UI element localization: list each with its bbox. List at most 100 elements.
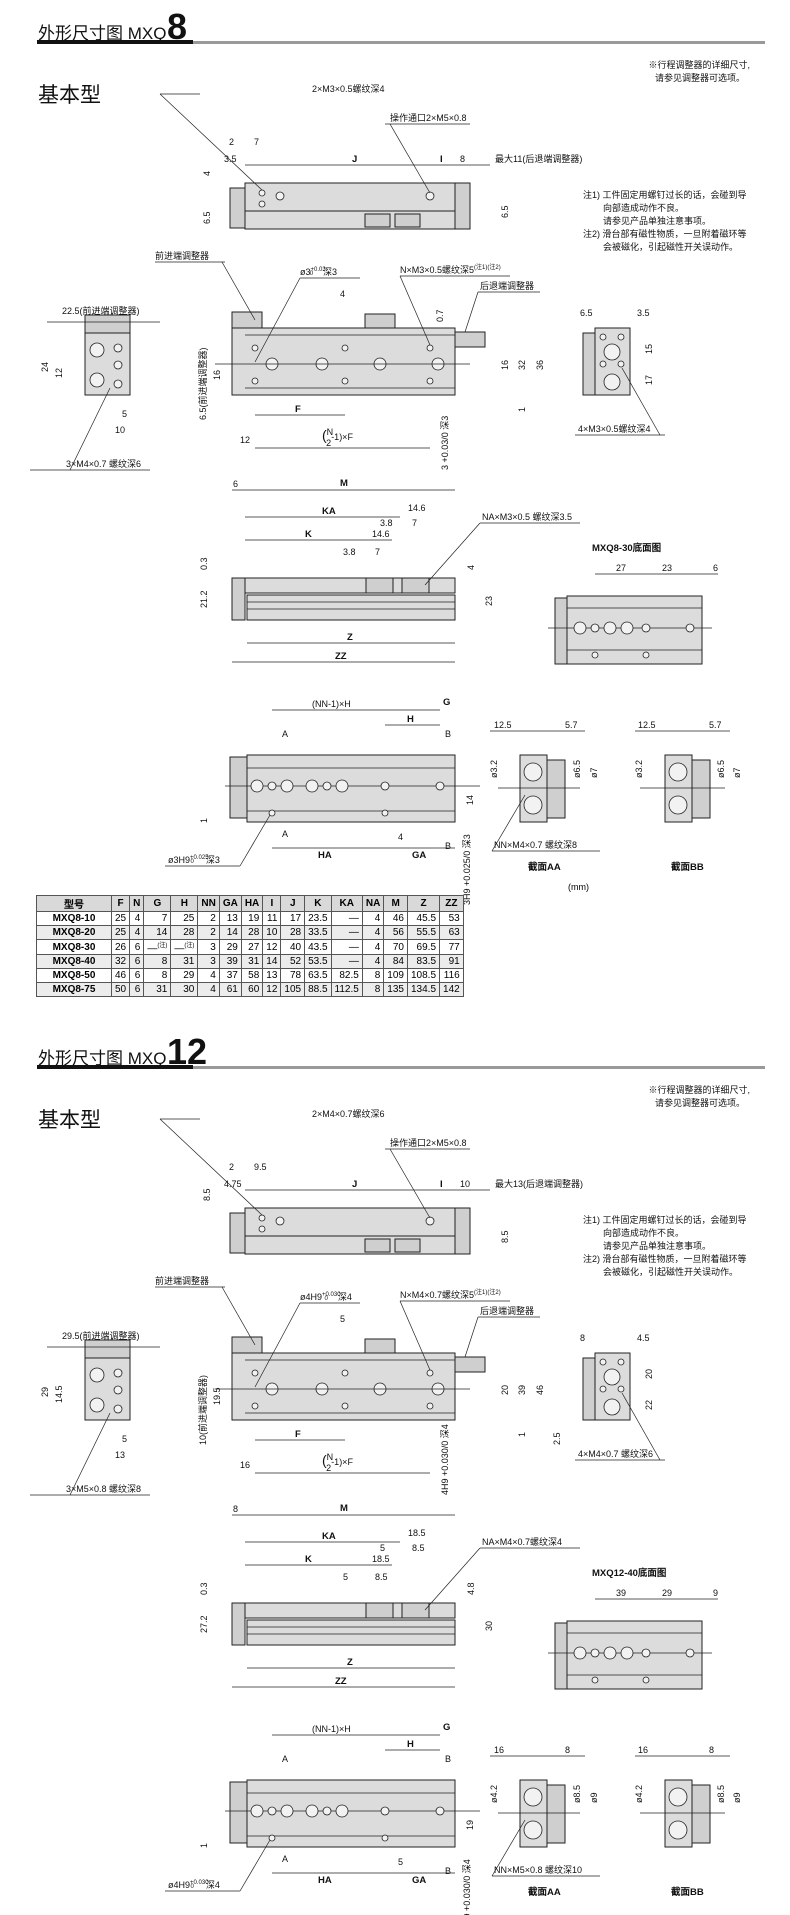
value-cell: 6: [129, 954, 145, 970]
dim-label-HA: HA: [318, 1875, 332, 1886]
model-cell: MXQ8-20: [36, 925, 112, 940]
note-line: 请参见产品单独注意事项。: [603, 1240, 711, 1251]
value-cell: 6: [129, 938, 145, 956]
section-title-number: 8: [167, 6, 187, 47]
dim-label: 1: [517, 407, 527, 412]
title-rule-dark: [37, 40, 193, 44]
note-line: 注1) 工件固定用螺钉过长的话，会碰到导: [583, 1214, 747, 1225]
dim-label: 5.7: [565, 720, 578, 730]
dim-label-front-adjuster: 6.5(前进端调整器): [197, 347, 208, 420]
dim-label: 8: [709, 1745, 714, 1755]
dim-label: 6: [233, 479, 238, 489]
dim-label: 16: [494, 1745, 504, 1755]
value-cell: 6: [129, 982, 145, 998]
dim-label: 2: [229, 137, 234, 147]
dim-label: 10: [460, 1179, 470, 1189]
dim-label: 32: [517, 360, 527, 370]
value-cell: 29: [218, 938, 242, 956]
dim-label: 8.5: [500, 1230, 510, 1243]
adjuster-note-line: ※行程调整器的详细尺寸,: [648, 1084, 750, 1095]
note-line: 注2) 滑台部有磁性物质，一旦附着磁环等: [583, 1253, 747, 1264]
dim-label: 0.3: [199, 557, 209, 570]
value-cell: 14: [218, 925, 242, 940]
note-line: 注2) 滑台部有磁性物质，一旦附着磁环等: [583, 228, 747, 239]
dim-label: 6: [713, 563, 718, 573]
dim-label-J: J: [352, 154, 357, 165]
value-cell: 91: [439, 954, 464, 970]
dim-label: 14.6: [408, 503, 426, 513]
dim-label: 22.5(前进端调整器): [62, 305, 140, 316]
callout-side-thread: 3×M5×0.8 螺纹深8: [66, 1483, 141, 1494]
dim-label: 6.5: [500, 205, 510, 218]
value-cell: 61: [218, 982, 242, 998]
value-cell: 19: [240, 911, 264, 926]
adjuster-note-line: 请参见调整器可选项。: [655, 72, 745, 83]
dim-label: 3.5: [637, 308, 650, 318]
value-cell: 4: [361, 954, 385, 970]
model-cell: MXQ8-50: [36, 968, 112, 984]
dim-label-J: J: [352, 1179, 357, 1190]
front-adjuster-label: 前进端调整器: [155, 1275, 209, 1286]
value-cell: 84: [383, 954, 408, 970]
callout-n-thread: N×M4×0.7螺纹深5(注1)(注2): [400, 1288, 501, 1300]
value-cell: 31: [240, 954, 264, 970]
dim-label: 29: [40, 1387, 50, 1397]
table-header-cell: N: [129, 895, 145, 912]
rear-adjuster-label: 后退端调整器: [480, 280, 534, 291]
dim-label: 4: [340, 289, 345, 299]
dim-label-HA: HA: [318, 850, 332, 861]
dim-label-KA: KA: [322, 1531, 336, 1542]
dim-label: ø6.5: [716, 760, 726, 778]
adjuster-note-line: 请参见调整器可选项。: [655, 1097, 745, 1108]
value-cell: 53: [439, 911, 464, 926]
dim-label: 7: [375, 547, 380, 557]
value-cell: 63: [439, 925, 464, 940]
dim-label: 4: [466, 565, 476, 570]
table-header-cell: GA: [218, 895, 242, 912]
dim-label-G: G: [443, 1722, 450, 1733]
dim-label: 3.8: [380, 518, 393, 528]
dim-label-I: I: [440, 1179, 443, 1190]
table-header-cell: I: [262, 895, 282, 912]
section-marker-b: B: [445, 1866, 451, 1876]
callout-mount-thread: 2×M3×0.5螺纹深4: [312, 83, 385, 94]
dim-label: 12.5: [494, 720, 512, 730]
model-cell: MXQ8-30: [36, 938, 112, 956]
dim-label-pin-depth: 3 +0.03/0 深3: [440, 416, 450, 470]
value-cell: 13: [262, 968, 282, 984]
subtitle: 基本型: [38, 1109, 101, 1132]
section-marker-b: B: [445, 729, 451, 739]
dim-label-I: I: [440, 154, 443, 165]
elevation-view: 8 M KA 18.5 5 8.5 K 18.5 5 8.5 NA×M4×0.7…: [199, 1503, 580, 1688]
section-label-bb: 截面BB: [671, 861, 704, 873]
callout-side-thread: 3×M4×0.7 螺纹深6: [66, 458, 141, 469]
adjuster-note-line: ※行程调整器的详细尺寸,: [648, 59, 750, 70]
dim-label-max-adjuster: 最大11(后退端调整器): [495, 153, 582, 164]
dim-label: 5: [398, 1857, 403, 1867]
value-cell: 63.5: [304, 968, 332, 984]
dim-label: 2.5: [552, 1432, 562, 1445]
value-cell: 27: [240, 938, 264, 956]
dim-label: 10: [115, 425, 125, 435]
value-cell: 28: [280, 925, 306, 940]
value-cell: —(注): [143, 938, 172, 956]
value-cell: 70: [383, 938, 408, 956]
value-cell: 109: [383, 968, 408, 984]
callout-n-thread: N×M3×0.5螺纹深5(注1)(注2): [400, 263, 501, 275]
section-marker-a: A: [282, 829, 288, 839]
dim-label: 18.5: [372, 1554, 390, 1564]
dim-label: 16: [212, 370, 222, 380]
value-cell: 88.5: [304, 982, 332, 998]
dim-label: 1: [517, 1432, 527, 1437]
dim-label: 23: [484, 596, 494, 606]
callout-port: 操作通口2×M5×0.8: [390, 112, 467, 123]
dim-label: 8.5: [412, 1543, 425, 1553]
value-cell: —: [330, 925, 363, 940]
dim-label: 5.7: [709, 720, 722, 730]
dim-label-KA: KA: [322, 506, 336, 517]
